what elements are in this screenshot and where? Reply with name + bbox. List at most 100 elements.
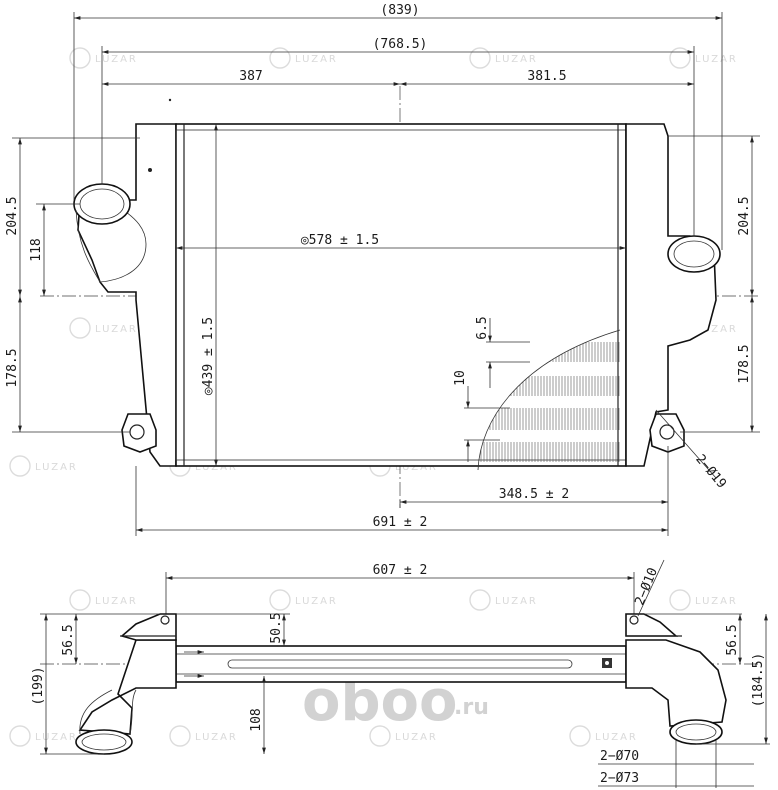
leader-mount-holes xyxy=(655,409,717,479)
dim-frame-width: 691 ± 2 xyxy=(373,515,428,530)
watermark-logo: LUZAR xyxy=(569,725,638,747)
watermark-logo: LUZAR xyxy=(469,589,538,611)
dim-core-height: ◎439 ± 1.5 xyxy=(201,317,216,395)
logo-circle-icon xyxy=(69,589,91,611)
logo-circle-icon xyxy=(569,725,591,747)
logo-circle-icon xyxy=(9,455,31,477)
dim-fin-pitch: 6.5 xyxy=(475,316,490,339)
watermark-logo: LUZAR xyxy=(69,589,138,611)
watermark-text: LUZAR xyxy=(495,596,538,607)
watermark-text: LUZAR xyxy=(35,732,78,743)
logo-circle-icon xyxy=(369,725,391,747)
watermark-logo: LUZAR xyxy=(69,317,138,339)
watermark-text: LUZAR xyxy=(495,54,538,65)
dim-core-width: ◎578 ± 1.5 xyxy=(301,233,379,248)
right-bracket-hole xyxy=(629,615,639,625)
watermark-logo: LUZAR xyxy=(69,47,138,69)
watermark-text: LUZAR xyxy=(295,54,338,65)
core-slot xyxy=(227,659,573,669)
right-tank-top xyxy=(625,639,727,727)
dim-inner-pipe: 2−Ø70 xyxy=(600,749,639,764)
watermark-logo: LUZAR xyxy=(9,455,78,477)
dim-left-bracket: 56.5 xyxy=(61,624,76,655)
logo-circle-icon xyxy=(269,47,291,69)
left-pipe-side xyxy=(79,689,113,735)
watermark-text: LUZAR xyxy=(95,54,138,65)
watermark-logo: LUZAR xyxy=(269,589,338,611)
watermark-text: LUZAR xyxy=(95,596,138,607)
right-mount-bracket xyxy=(649,413,685,453)
watermark-text: LUZAR xyxy=(195,462,238,473)
leader-bracket-holes xyxy=(637,559,665,617)
watermark-text: LUZAR xyxy=(95,324,138,335)
watermark-logo: LUZAR xyxy=(669,47,738,69)
watermark-logo: LUZAR xyxy=(469,47,538,69)
dim-flange: 50.5 xyxy=(269,612,284,643)
marker-dot xyxy=(168,98,172,102)
left-pipe-body xyxy=(75,209,101,283)
site-watermark-tld: .ru xyxy=(454,695,489,720)
dim-pipe-centers: (768.5) xyxy=(373,37,428,52)
watermark-logo: LUZAR xyxy=(669,589,738,611)
logo-circle-icon xyxy=(469,589,491,611)
left-tank-curve xyxy=(99,211,147,283)
left-mount-bracket xyxy=(121,413,157,453)
dim-bracket-holes: 2−Ø10 xyxy=(632,566,661,608)
left-tank-top xyxy=(78,639,177,735)
watermark-text: LUZAR xyxy=(695,324,738,335)
dim-half-width: 348.5 ± 2 xyxy=(499,487,569,502)
watermark-text: LUZAR xyxy=(395,462,438,473)
dim-depth-right: (184.5) xyxy=(751,653,766,708)
dim-pipe-drop: 108 xyxy=(249,708,264,731)
dim-outer-pipe: 2−Ø73 xyxy=(600,771,639,786)
dim-bracket-span: 607 ± 2 xyxy=(373,563,428,578)
watermark-text: LUZAR xyxy=(35,462,78,473)
logo-circle-icon xyxy=(669,589,691,611)
logo-circle-icon xyxy=(669,47,691,69)
left-bracket-hole xyxy=(160,615,170,625)
fin-detail-boundary xyxy=(477,329,621,471)
marker-dot xyxy=(148,168,152,172)
watermark-logo: LUZAR xyxy=(369,725,438,747)
logo-circle-icon xyxy=(69,47,91,69)
front-view: (839) (768.5) 387 381.5 ◎578 ± 1.5 ◎439 … xyxy=(5,3,760,536)
watermark-text: LUZAR xyxy=(695,596,738,607)
left-pipe-outlet xyxy=(73,183,131,225)
core-tube-body xyxy=(175,645,627,683)
watermark-text: LUZAR xyxy=(395,732,438,743)
right-end-tank xyxy=(625,123,717,467)
watermark-logo: LUZAR xyxy=(269,47,338,69)
watermark-text: LUZAR xyxy=(595,732,638,743)
dim-depth-left: (199) xyxy=(31,666,46,705)
top-view: 607 ± 2 2−Ø10 (199) 56. xyxy=(31,559,770,788)
watermark-logo: LUZAR xyxy=(9,725,78,747)
logo-circle-icon xyxy=(9,725,31,747)
dim-fin-step: 10 xyxy=(453,370,468,386)
radiator-core xyxy=(175,123,627,467)
watermark-text: LUZAR xyxy=(695,54,738,65)
right-pipe-inner xyxy=(673,240,715,268)
logo-circle-icon xyxy=(169,725,191,747)
dim-right-upper: 204.5 xyxy=(737,196,752,235)
dim-right-offset: 381.5 xyxy=(527,69,566,84)
dim-mount-holes: 2−Ø19 xyxy=(692,452,729,492)
dim-left-pipe: 118 xyxy=(29,238,44,261)
right-mount-hole xyxy=(659,424,675,440)
logo-circle-icon xyxy=(469,47,491,69)
logo-circle-icon xyxy=(269,589,291,611)
left-pipe-side xyxy=(129,689,137,735)
left-pipe-end-inner xyxy=(81,733,127,751)
dim-overall-width: (839) xyxy=(380,3,419,18)
logo-circle-icon xyxy=(69,317,91,339)
dim-right-lower: 178.5 xyxy=(737,344,752,383)
dim-left-offset: 387 xyxy=(239,69,262,84)
right-pipe-end-inner xyxy=(675,723,717,741)
watermark-logo: LUZAR xyxy=(169,725,238,747)
dim-left-lower: 178.5 xyxy=(5,348,20,387)
dim-right-bracket: 56.5 xyxy=(725,624,740,655)
dim-left-upper: 204.5 xyxy=(5,196,20,235)
watermark-text: LUZAR xyxy=(295,596,338,607)
watermark-text: LUZAR xyxy=(195,732,238,743)
right-bracket-top xyxy=(625,613,679,637)
